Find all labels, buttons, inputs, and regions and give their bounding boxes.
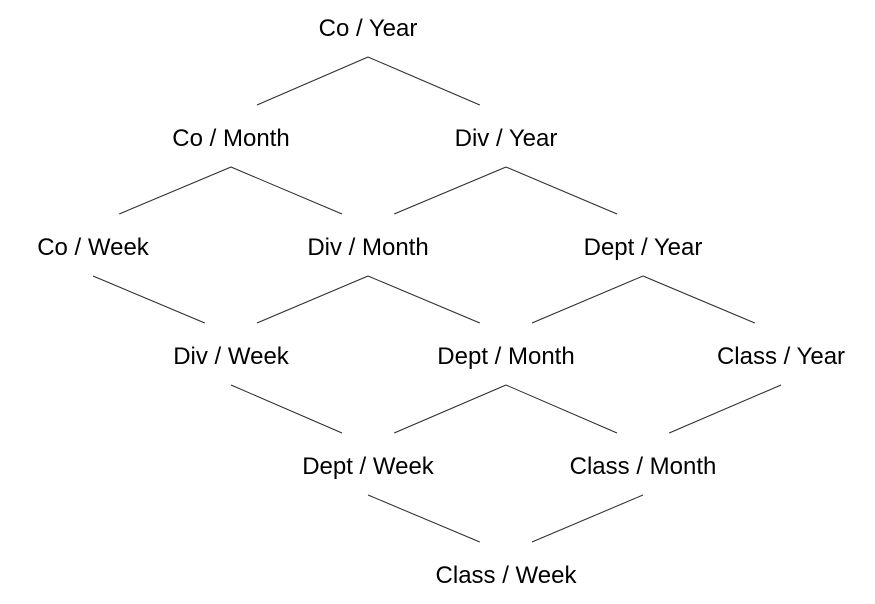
node-class-year: Class / Year bbox=[717, 343, 845, 370]
node-co-year: Co / Year bbox=[319, 15, 418, 42]
edges-layer bbox=[92, 56, 782, 543]
edge-div-week-to-dept-week bbox=[230, 384, 343, 434]
edge-div-year-to-dept-year bbox=[505, 166, 618, 215]
edge-dept-month-to-dept-week bbox=[394, 384, 507, 434]
edge-dept-year-to-class-year bbox=[642, 275, 755, 324]
edge-co-month-to-co-week bbox=[119, 166, 232, 215]
node-div-year: Div / Year bbox=[455, 125, 558, 152]
node-co-month: Co / Month bbox=[172, 125, 289, 152]
node-class-month: Class / Month bbox=[570, 453, 717, 480]
edge-div-month-to-dept-month bbox=[367, 275, 480, 324]
node-class-week: Class / Week bbox=[436, 562, 578, 589]
edge-dept-month-to-class-month bbox=[505, 384, 618, 434]
edge-div-month-to-div-week bbox=[256, 275, 369, 324]
edge-div-year-to-div-month bbox=[394, 166, 507, 215]
edge-class-month-to-class-week bbox=[531, 494, 644, 543]
node-div-month: Div / Month bbox=[307, 234, 428, 261]
edge-co-year-to-div-year bbox=[367, 56, 480, 106]
edge-dept-week-to-class-week bbox=[367, 494, 480, 543]
node-co-week: Co / Week bbox=[37, 234, 150, 261]
edge-co-year-to-co-month bbox=[256, 56, 369, 106]
edge-co-week-to-div-week bbox=[92, 275, 205, 324]
node-dept-month: Dept / Month bbox=[437, 343, 574, 370]
node-dept-week: Dept / Week bbox=[302, 453, 435, 480]
node-div-week: Div / Week bbox=[173, 343, 290, 370]
edge-dept-year-to-dept-month bbox=[531, 275, 644, 324]
edge-class-year-to-class-month bbox=[669, 384, 782, 434]
edge-co-month-to-div-month bbox=[230, 166, 343, 215]
node-dept-year: Dept / Year bbox=[584, 234, 703, 261]
